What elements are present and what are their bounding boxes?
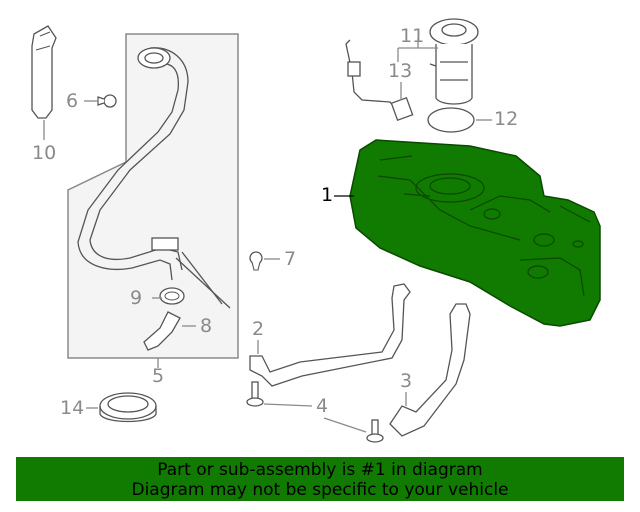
callout-12: 12: [494, 108, 519, 130]
part-3-strap: [389, 303, 471, 437]
banner-line-1: Part or sub-assembly is #1 in diagram: [157, 460, 483, 480]
part-6-shape: [97, 94, 117, 108]
part-9-shape: [159, 287, 185, 305]
part-1-fuel-tank: [349, 139, 601, 327]
banner-line-2: Diagram may not be specific to your vehi…: [131, 480, 509, 500]
filler-group-box: [67, 33, 239, 359]
part-4-bolt-b: [366, 419, 384, 443]
callout-14: 14: [60, 397, 85, 419]
part-12-seal: [427, 107, 475, 133]
callout-9: 9: [130, 287, 143, 309]
part-8-shape: [143, 311, 181, 351]
part-4-bolt-a: [246, 381, 264, 407]
callout-7: 7: [284, 248, 297, 270]
leader-11: [397, 38, 438, 62]
info-banner: Part or sub-assembly is #1 in diagram Di…: [16, 457, 624, 501]
callout-1: 1: [321, 184, 334, 206]
part-2-strap: [249, 283, 411, 387]
callout-4: 4: [316, 395, 329, 417]
leader-4b: [323, 417, 367, 433]
callout-10: 10: [32, 142, 57, 164]
callout-11: 11: [400, 25, 425, 47]
callout-3: 3: [400, 370, 413, 392]
part-10-shape: [31, 25, 57, 119]
part-13-sender-wire: [345, 39, 414, 122]
leader-4a: [263, 403, 313, 407]
part-11-pump-module: [429, 18, 479, 105]
callout-5: 5: [152, 365, 165, 387]
callout-8: 8: [200, 315, 213, 337]
callout-2: 2: [252, 318, 265, 340]
callout-6: 6: [66, 90, 79, 112]
part-7-shape: [249, 251, 263, 271]
part-5-filler-pipe: [77, 47, 231, 309]
callout-13: 13: [388, 60, 413, 82]
part-14-lock-ring: [99, 392, 157, 423]
